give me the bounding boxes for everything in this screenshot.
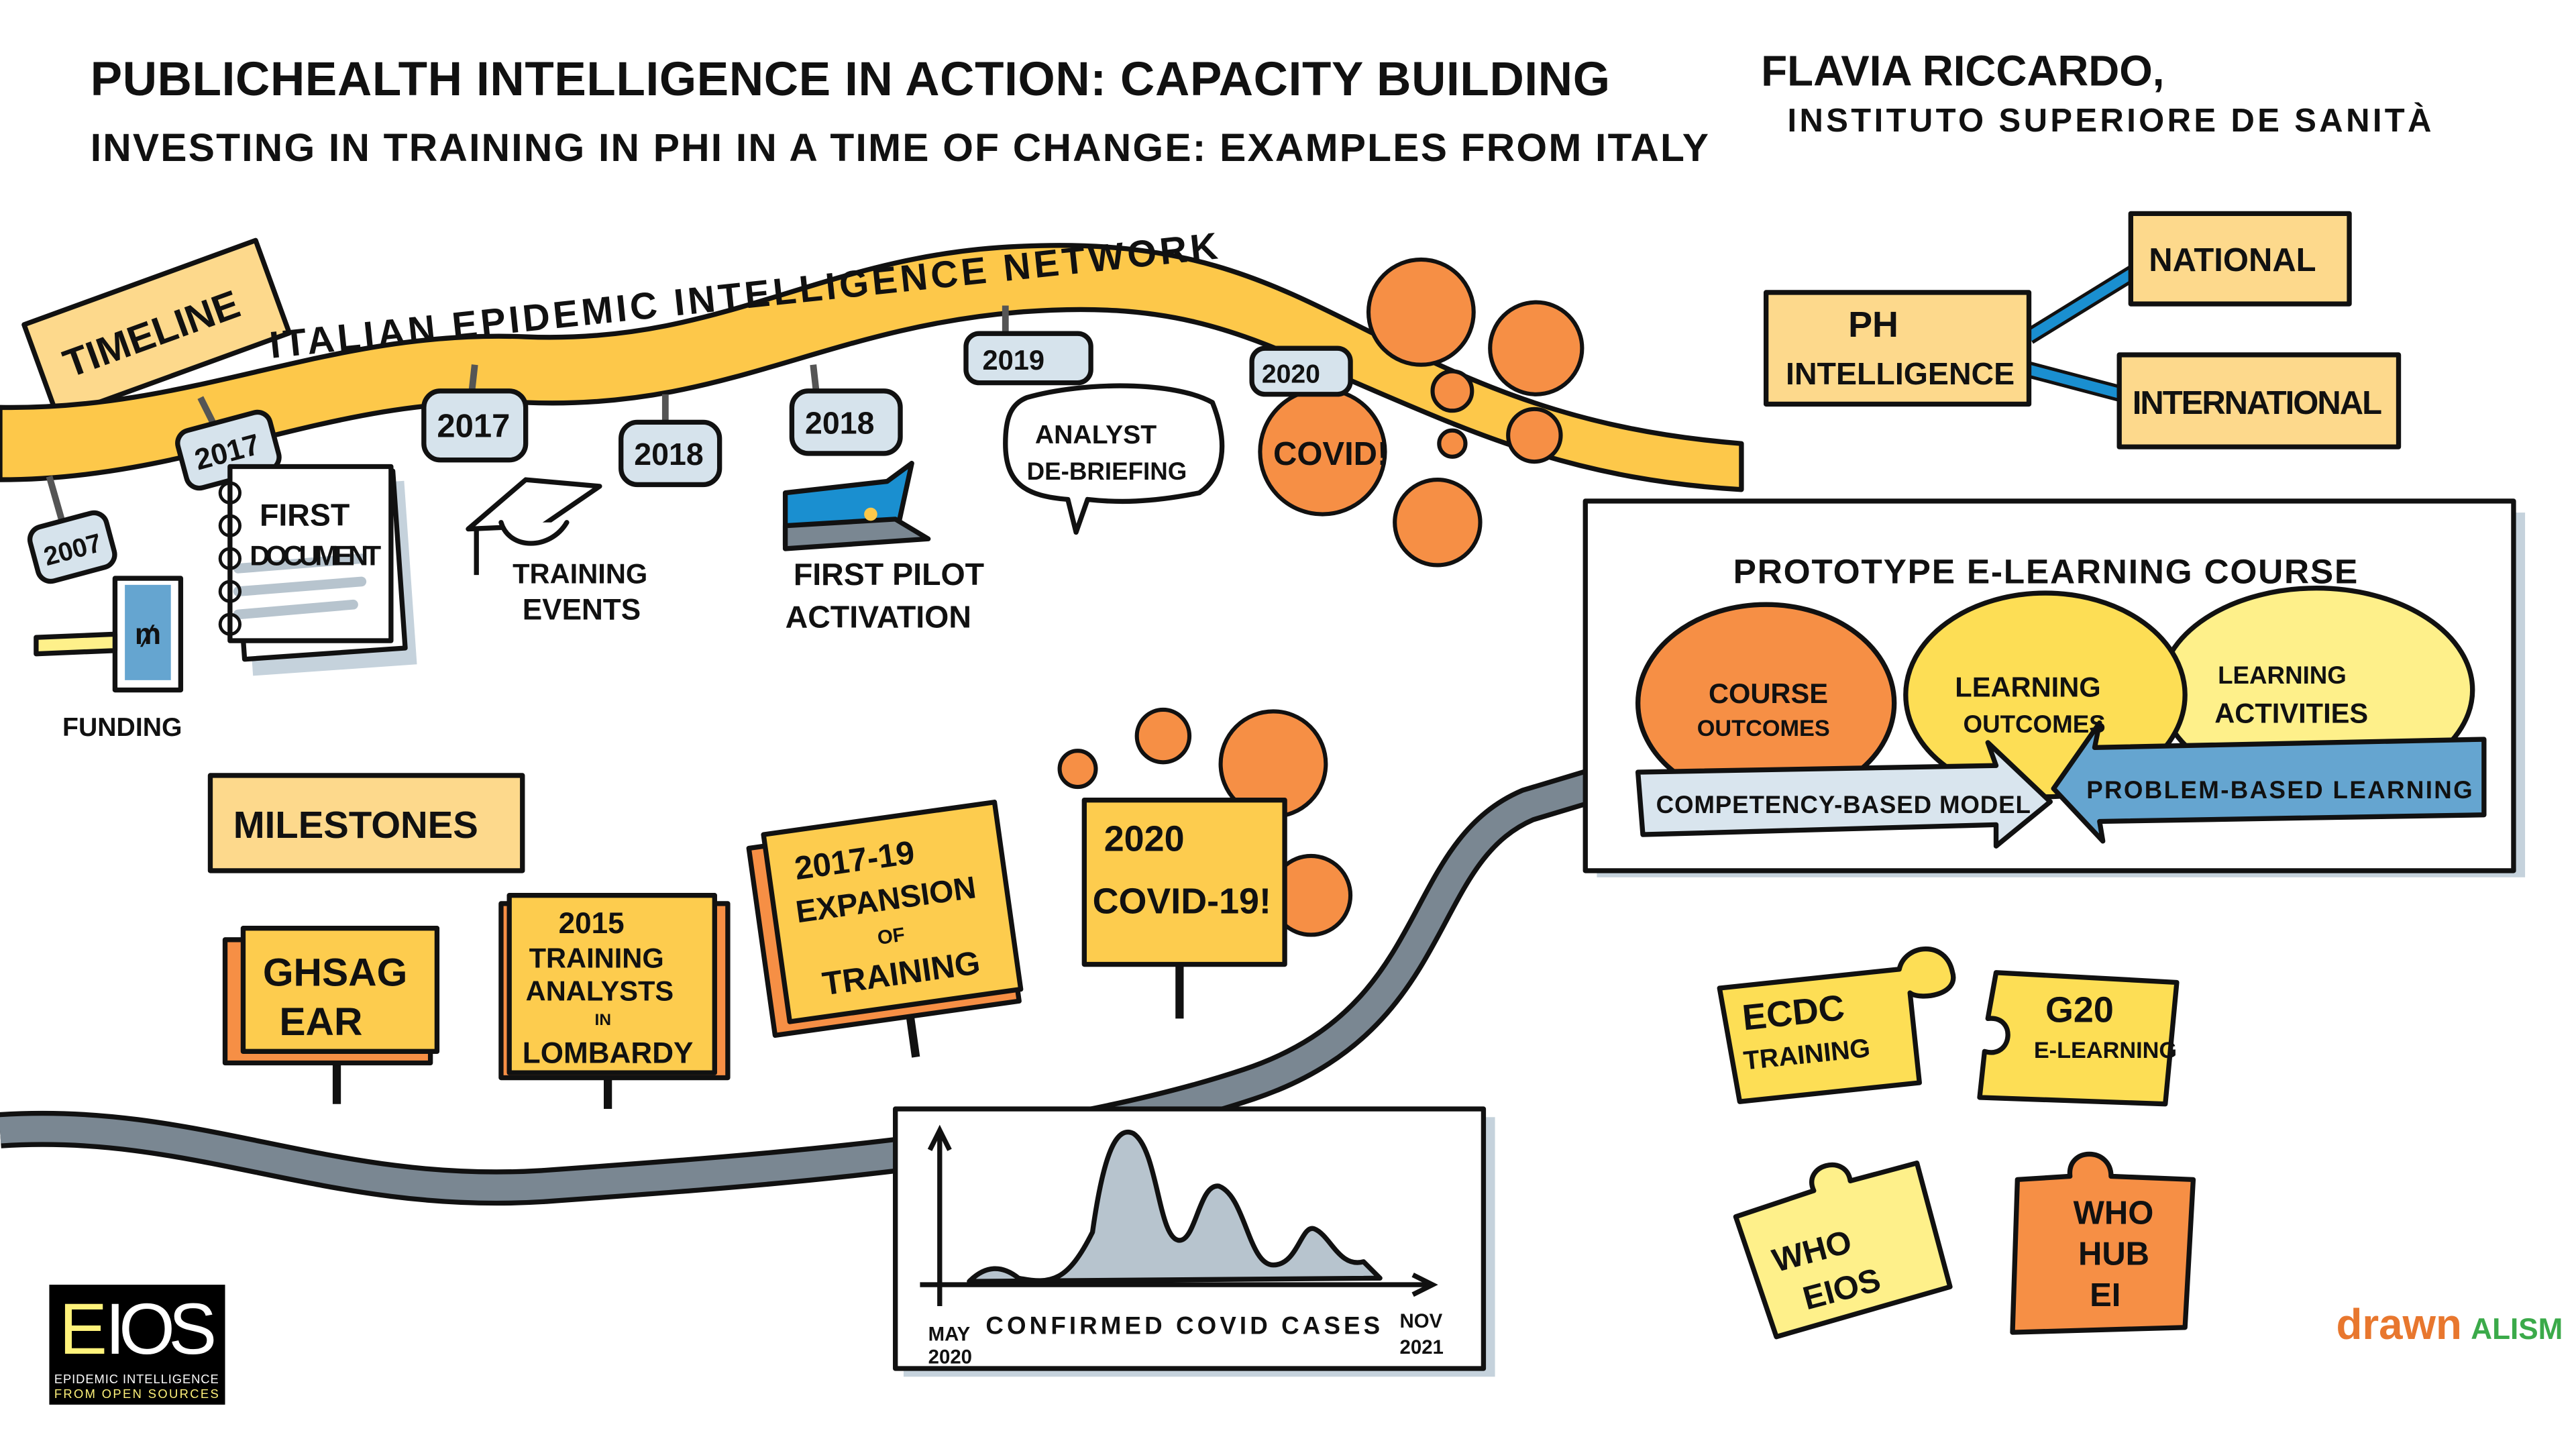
notebook-icon: [218, 464, 417, 676]
event-first-pilot-line2: ACTIVATION: [786, 600, 971, 635]
chart-end-month: NOV: [1400, 1310, 1443, 1332]
svg-text:₥: ₥: [135, 618, 161, 651]
title-line-2: INVESTING IN TRAINING IN PHI IN A TIME O…: [91, 126, 1709, 170]
milestones-label: MILESTONES: [233, 804, 478, 846]
event-analyst-line2: DE-BRIEFING: [1027, 458, 1187, 485]
title-line-1: PUBLICHEALTH INTELLIGENCE IN ACTION: CAP…: [91, 53, 1610, 106]
puzzle-text: E-LEARNING: [2034, 1038, 2177, 1063]
year-tag: 2019: [982, 344, 1044, 376]
milestones: MILESTONES GHSAG EAR 2015 TRAINING ANALY…: [207, 707, 1353, 1110]
chart-end-year: 2021: [1400, 1336, 1444, 1358]
ph-international: INTERNATIONAL: [2133, 385, 2382, 421]
drawnalism-logo-a: drawn: [2336, 1301, 2461, 1348]
speech-bubble: ANALYST DE-BRIEFING: [1003, 383, 1225, 535]
drawnalism-logo: drawn ALISM: [2336, 1301, 2563, 1348]
eios-logo-line1: EPIDEMIC INTELLIGENCE: [54, 1372, 219, 1386]
prototype-course-panel: PROTOTYPE E-LEARNING COURSE COURSE OUTCO…: [1582, 498, 2526, 877]
ph-national: NATIONAL: [2149, 242, 2316, 278]
event-first-pilot-line1: FIRST PILOT: [794, 557, 984, 592]
eios-logo-e: E: [59, 1288, 107, 1369]
puzzle-ecdc: ECDC TRAINING: [1717, 947, 1956, 1104]
milestone-sign: 2020 COVID-19!: [1057, 707, 1353, 1019]
timeline-ribbon: [0, 243, 1744, 492]
cases-chart: MAY 2020 CONFIRMED COVID CASES NOV 2021: [893, 1106, 1495, 1377]
author-institution: INSTITUTO SUPERIORE DE SANITÀ: [1787, 103, 2431, 139]
learning-outcomes-line2: OUTCOMES: [1964, 710, 2106, 738]
sign-text: TRAINING: [529, 942, 664, 973]
header: PUBLICHEALTH INTELLIGENCE IN ACTION: CAP…: [91, 47, 2432, 170]
sign-text: 2020: [1104, 819, 1185, 859]
drawnalism-logo-b: ALISM: [2471, 1313, 2563, 1346]
puzzle-g20: G20 E-LEARNING: [1977, 970, 2180, 1107]
timeline-banner: TIMELINE: [21, 237, 292, 420]
police-hat-icon: [782, 460, 931, 551]
year-tag: 2020: [1262, 360, 1320, 389]
learning-activities-line1: LEARNING: [2218, 661, 2347, 689]
author-name: FLAVIA RICCARDO,: [1761, 47, 2164, 95]
prototype-title: PROTOTYPE E-LEARNING COURSE: [1733, 551, 2358, 590]
puzzle-text: EI: [2090, 1277, 2121, 1313]
virus-icon: [1057, 707, 1353, 937]
puzzle-text: HUB: [2078, 1236, 2149, 1273]
eios-logo-line2: FROM OPEN SOURCES: [54, 1387, 219, 1401]
sign-text: ANALYSTS: [526, 975, 674, 1006]
event-covid: COVID!: [1273, 436, 1388, 472]
sign-text: LOMBARDY: [523, 1036, 694, 1069]
arrow-competency-based: [1635, 740, 2053, 849]
milestone-sign: GHSAG EAR: [222, 926, 440, 1104]
sign-text: EAR: [279, 1000, 362, 1044]
event-first-document-line2: DOCUMENT: [250, 539, 381, 571]
milestone-sign: 2017-19 EXPANSION OF TRAINING: [746, 800, 1024, 1058]
milestone-sign: 2015 TRAINING ANALYSTS IN LOMBARDY: [498, 893, 731, 1110]
eios-logo-ios: IOS: [105, 1288, 217, 1369]
learning-outcomes-line1: LEARNING: [1955, 671, 2100, 702]
arrow-competency-label: COMPETENCY-BASED MODEL: [1656, 791, 2031, 818]
event-training-line2: EVENTS: [523, 593, 641, 626]
chart-start-year: 2020: [928, 1346, 972, 1368]
puzzle-text: G20: [2045, 989, 2114, 1030]
sign-text: IN: [595, 1011, 611, 1029]
year-tag: 2018: [634, 437, 703, 472]
arrow-problem-label: PROBLEM-BASED LEARNING: [2086, 776, 2473, 804]
puzzle-who-eios: WHO EIOS: [1733, 1161, 1953, 1340]
event-analyst-line1: ANALYST: [1035, 421, 1157, 449]
chart-start-month: MAY: [928, 1323, 971, 1345]
puzzle-who-hub: WHO HUB EI: [2010, 1151, 2196, 1335]
ph-intelligence-diagram: PH INTELLIGENCE NATIONAL INTERNATIONAL: [1763, 211, 2402, 449]
chart-caption: CONFIRMED COVID CASES: [985, 1312, 1380, 1340]
year-tags: 2007 2017 2017 2018 2018 2019: [27, 305, 1093, 584]
year-tag: 2017: [437, 408, 510, 444]
year-tag-2020: 2020: [1249, 345, 1353, 397]
funding-icon: ₥: [34, 576, 184, 693]
sign-text: GHSAG: [263, 951, 408, 994]
ph-center-line2: INTELLIGENCE: [1786, 356, 2015, 391]
sign-text: 2015: [559, 907, 625, 940]
learning-activities-line2: ACTIVITIES: [2214, 698, 2368, 729]
event-training-line1: TRAINING: [513, 557, 647, 589]
course-outcomes-line1: COURSE: [1709, 678, 1828, 709]
virus-cluster-icon: [1258, 257, 1585, 568]
event-first-document-line1: FIRST: [260, 498, 350, 533]
sign-text: OF: [876, 924, 906, 949]
timeline: TIMELINE ITALIAN EPIDEMIC INTELLIGENCE N…: [0, 225, 1744, 742]
graduation-cap-icon: [466, 477, 602, 576]
sign-text: COVID-19!: [1093, 881, 1271, 922]
course-outcomes-line2: OUTCOMES: [1697, 716, 1830, 741]
event-funding: FUNDING: [62, 713, 182, 742]
puzzles: ECDC TRAINING G20 E-LEARNING WHO EIOS WH…: [1717, 947, 2196, 1340]
arrow-problem-based: [2051, 720, 2487, 844]
puzzle-text: WHO: [2074, 1195, 2154, 1231]
ph-center-line1: PH: [1848, 305, 1898, 345]
eios-logo: E IOS EPIDEMIC INTELLIGENCE FROM OPEN SO…: [49, 1285, 225, 1405]
year-tag: 2018: [805, 406, 874, 441]
cases-curve: [967, 1129, 1383, 1284]
